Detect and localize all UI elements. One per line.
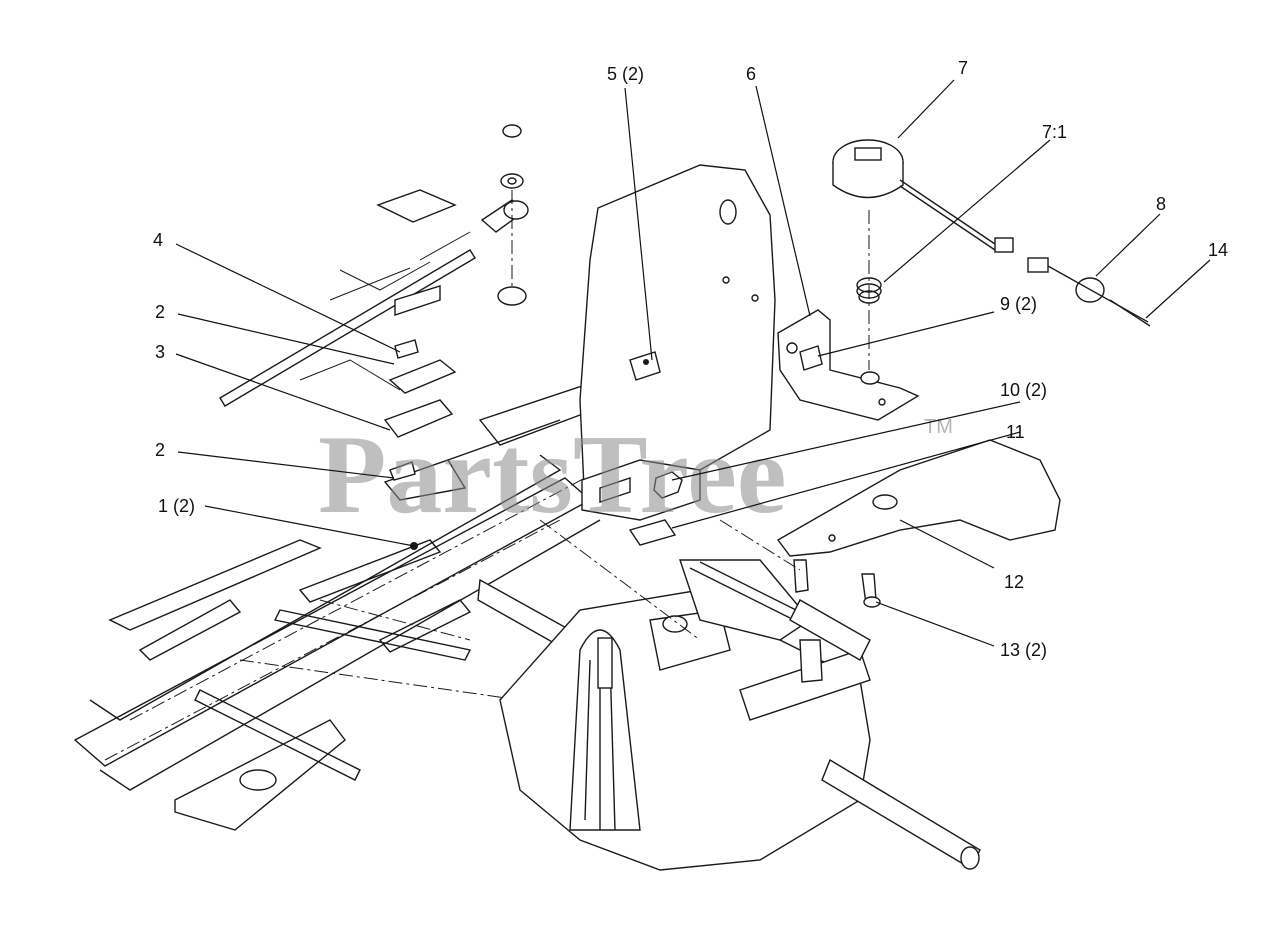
watermark: PartsTree TM	[318, 413, 953, 537]
callout-6: 6	[746, 64, 756, 84]
mount-bracket	[579, 164, 776, 521]
callout-3: 3	[155, 342, 165, 362]
callout-7: 7	[958, 58, 968, 78]
linkage-rod	[480, 124, 529, 306]
fasteners	[628, 471, 683, 546]
callout-8: 8	[1156, 194, 1166, 214]
leader-lines	[175, 79, 1211, 647]
callout-11: 11	[1006, 422, 1025, 442]
callout-7-1: 7:1	[1042, 122, 1067, 142]
watermark-text: PartsTree	[318, 413, 787, 537]
switch-bracket	[777, 309, 920, 421]
callout-1: 1 (2)	[158, 496, 195, 516]
seat-switch	[832, 139, 1151, 370]
control-plate	[776, 439, 1061, 557]
callout-labels: 1 (2) 2 2 3 4 5 (2) 6 7 7:1 8 9 (2) 10 (…	[153, 58, 1228, 660]
callout-2-lower: 2	[155, 440, 165, 460]
callout-2-upper: 2	[155, 302, 165, 322]
callout-13: 13 (2)	[1000, 640, 1047, 660]
trademark-text: TM	[924, 416, 953, 438]
transaxle	[477, 519, 981, 871]
chassis-frame	[73, 231, 622, 831]
callout-14: 14	[1208, 240, 1228, 260]
callout-4: 4	[153, 230, 163, 250]
callout-9: 9 (2)	[1000, 294, 1037, 314]
mounting-plates	[299, 189, 467, 550]
callout-12: 12	[1004, 572, 1024, 592]
callout-10: 10 (2)	[1000, 380, 1047, 400]
bolts	[793, 559, 881, 608]
callout-5: 5 (2)	[607, 64, 644, 84]
